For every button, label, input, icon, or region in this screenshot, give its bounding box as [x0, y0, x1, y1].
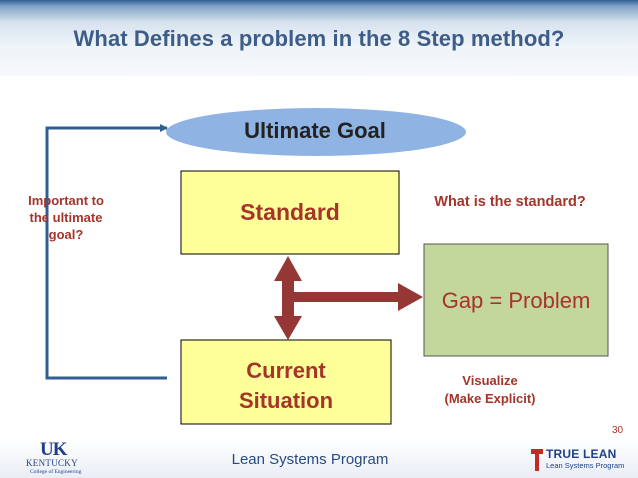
current-situation-line-2: Situation: [238, 388, 334, 413]
ultimate-goal-ellipse: [166, 108, 466, 156]
gap-arrow: [294, 283, 423, 311]
standard-label: Standard: [240, 199, 340, 225]
slide-title: What Defines a problem in the 8 Step met…: [73, 26, 565, 51]
important-to-goal-label: Important to the ultimate goal?: [4, 192, 128, 243]
true-lean-tagline: Lean Systems Program: [546, 461, 625, 470]
uk-logo: UK KENTUCKY College of Engineering: [26, 440, 96, 476]
feedback-connector-arrow: [45, 124, 168, 380]
visualize-line-1: Visualize: [462, 373, 518, 388]
page-number: 30: [612, 425, 624, 436]
true-lean-mark-icon: [531, 449, 543, 471]
true-lean-logo: TRUE LEAN Lean Systems Program: [530, 446, 630, 474]
double-headed-arrow: [274, 256, 302, 340]
visualize-label: Visualize (Make Explicit): [420, 372, 560, 408]
important-line-3: goal?: [48, 227, 84, 242]
uk-mark: UK: [40, 439, 67, 460]
gap-problem-label: Gap = Problem: [441, 288, 591, 313]
uk-wordmark: KENTUCKY: [26, 458, 78, 468]
footer-bar: [0, 438, 638, 478]
ultimate-goal-label: Ultimate Goal: [244, 118, 386, 143]
important-line-1: Important to: [28, 193, 104, 208]
current-situation-box: [180, 339, 392, 425]
standard-box: [180, 170, 400, 255]
current-situation-line-1: Current: [246, 358, 326, 383]
important-line-2: the ultimate: [29, 210, 103, 225]
standard-question-label: What is the standard?: [434, 194, 586, 210]
visualize-line-2: (Make Explicit): [444, 391, 536, 406]
title-bar: [0, 0, 638, 76]
footer-program-label: Lean Systems Program: [231, 451, 389, 468]
true-lean-wordmark: TRUE LEAN: [546, 447, 617, 461]
current-situation-label: Current Situation: [181, 356, 391, 416]
gap-problem-box: [423, 243, 609, 357]
uk-college-label: College of Engineering: [30, 469, 82, 475]
